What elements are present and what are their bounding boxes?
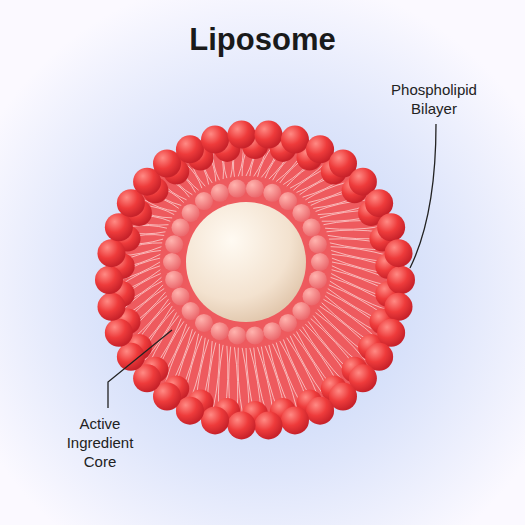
- lipid-head: [303, 287, 321, 305]
- lipid-tails: [119, 144, 391, 416]
- title: Liposome: [0, 22, 525, 58]
- lipid-head: [228, 326, 246, 344]
- active-core: [186, 202, 306, 322]
- lipid-head: [105, 213, 133, 241]
- lipid-head: [377, 213, 405, 241]
- lipid-head: [254, 411, 282, 439]
- lipid-head: [211, 184, 229, 202]
- lipid-head: [365, 189, 393, 217]
- lipid-head: [281, 406, 309, 434]
- lipid-head: [263, 322, 281, 340]
- lipid-head: [182, 302, 200, 320]
- lipid-head: [246, 180, 264, 198]
- lipid-head: [306, 397, 334, 425]
- lipid-tail: [166, 327, 190, 383]
- lipid-head: [171, 219, 189, 237]
- lipid-tail: [316, 313, 365, 360]
- inner-heads: [163, 180, 329, 345]
- lipid-head: [97, 239, 125, 267]
- lipid-head: [385, 239, 413, 267]
- lipid-head: [279, 314, 297, 332]
- lipid-tail: [323, 299, 377, 339]
- lipid-head: [311, 253, 329, 271]
- lipid-head: [385, 293, 413, 321]
- lipid-head: [201, 406, 229, 434]
- lipid-head: [281, 126, 309, 154]
- lipid-head: [309, 271, 327, 289]
- lipid-tail: [325, 227, 380, 230]
- lipid-head: [117, 343, 145, 371]
- lipid-head: [228, 180, 246, 198]
- lipid-head: [228, 121, 256, 149]
- lipid-head: [377, 319, 405, 347]
- leader-line: [410, 124, 436, 268]
- lipid-head: [105, 319, 133, 347]
- outer-heads: [95, 121, 415, 440]
- lipid-head: [165, 235, 183, 253]
- lipid-head: [228, 411, 256, 439]
- lipid-head: [246, 326, 264, 344]
- lipid-head: [303, 219, 321, 237]
- part-label: Active Ingredient Core: [52, 414, 148, 471]
- lipid-head: [254, 121, 282, 149]
- tail-layer: [105, 130, 405, 430]
- lipid-tail: [290, 336, 325, 397]
- lipid-head: [163, 253, 181, 271]
- lipid-head: [309, 235, 327, 253]
- lipid-head: [201, 126, 229, 154]
- lipid-head: [171, 287, 189, 305]
- lipid-head: [165, 271, 183, 289]
- lipid-head: [97, 293, 125, 321]
- lipid-head: [263, 184, 281, 202]
- lipid-head: [176, 135, 204, 163]
- lipid-head: [292, 204, 310, 222]
- lipid-tail: [213, 344, 219, 410]
- lipid-head: [95, 266, 123, 294]
- lipid-head: [211, 322, 229, 340]
- lipid-tail: [130, 225, 167, 228]
- lipid-head: [195, 192, 213, 210]
- lipid-head: [387, 266, 415, 294]
- part-label: Phospholipid Bilayer: [378, 80, 490, 118]
- leader-line: [108, 330, 172, 408]
